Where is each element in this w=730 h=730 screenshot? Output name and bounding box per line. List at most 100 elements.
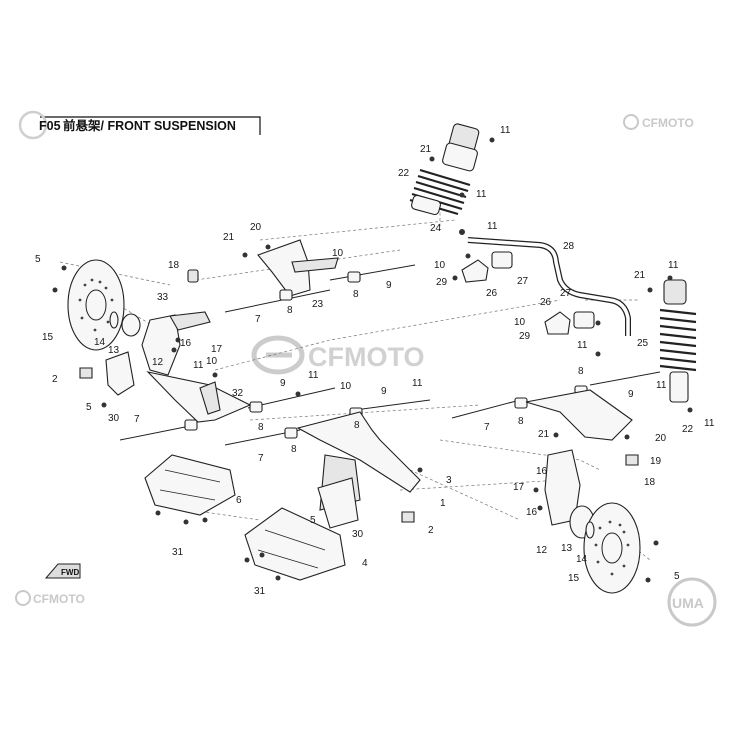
callout: 20	[655, 433, 667, 444]
callout: 11	[656, 380, 667, 391]
skid-plate-upper	[144, 454, 236, 516]
bracket-left	[187, 269, 199, 283]
dust-covers	[105, 351, 359, 529]
callout: 5	[35, 254, 41, 265]
callout: 11	[193, 360, 204, 371]
callout: 8	[354, 420, 360, 431]
callout: 21	[634, 270, 646, 281]
skid-plate-lower	[244, 507, 346, 581]
callout: 26	[540, 297, 552, 308]
callout: 33	[157, 292, 169, 303]
callout: 15	[568, 573, 580, 584]
callout: 11	[668, 260, 679, 271]
callout: 29	[436, 277, 448, 288]
callout: 17	[211, 344, 223, 355]
callout: 26	[486, 288, 498, 299]
callout: 11	[308, 370, 319, 381]
brand-logo-center: CFMOTO	[251, 335, 425, 375]
upper-control-arm-left	[257, 239, 339, 297]
callout: 21	[223, 232, 235, 243]
callout: 7	[134, 414, 140, 425]
callout: 7	[255, 314, 261, 325]
upper-control-arm-right	[525, 389, 633, 441]
callout: 13	[561, 543, 573, 554]
callout: 20	[250, 222, 262, 233]
callout: 8	[578, 366, 584, 377]
callout: 27	[560, 288, 572, 299]
callout-numbers: 11 21 22 11 20 21 10 24 11 28 18 10 29 2…	[35, 125, 715, 597]
callout: 30	[108, 413, 120, 424]
brand-logo-top-right: CFMOTO	[623, 114, 694, 130]
callout: 8	[353, 289, 359, 300]
callout: 11	[704, 418, 715, 429]
svg-text:FWD: FWD	[61, 568, 79, 577]
callout: 29	[519, 331, 531, 342]
bushings	[184, 271, 588, 439]
callout: 28	[563, 241, 575, 252]
callout: 9	[280, 378, 286, 389]
callout: 12	[536, 545, 548, 556]
lower-control-arm-left	[146, 371, 252, 423]
callout: 14	[94, 337, 106, 348]
callout: 17	[513, 482, 525, 493]
front-shock-absorber-top	[409, 123, 480, 216]
steering-knuckle-left	[141, 311, 211, 376]
fasteners	[52, 137, 693, 583]
callout: 16	[180, 338, 192, 349]
callout: 22	[398, 168, 410, 179]
callout: 3	[446, 475, 452, 486]
callout: 6	[236, 495, 242, 506]
callout: 31	[172, 547, 184, 558]
callout: 32	[232, 388, 244, 399]
callout: 18	[644, 477, 656, 488]
svg-text:CFMOTO: CFMOTO	[642, 116, 694, 130]
callout: 5	[86, 402, 92, 413]
svg-text:CFMOTO: CFMOTO	[33, 592, 85, 606]
callout: 10	[332, 248, 344, 259]
callout: 4	[362, 558, 368, 569]
callout: 19	[650, 456, 662, 467]
callout: 8	[287, 305, 293, 316]
callout: 5	[674, 571, 680, 582]
callout: 5	[310, 515, 316, 526]
callout: 24	[430, 223, 442, 234]
hub-bearings	[109, 311, 595, 539]
callout: 16	[526, 507, 538, 518]
callout: 10	[514, 317, 526, 328]
stabilizer-brackets	[461, 259, 571, 335]
callout: 2	[52, 374, 58, 385]
forward-direction-arrow: FWD	[44, 563, 81, 579]
svg-text:UMA: UMA	[672, 595, 704, 611]
callout: 1	[440, 498, 446, 509]
callout: 15	[42, 332, 54, 343]
callout: 11	[577, 340, 588, 351]
callout: 10	[340, 381, 352, 392]
callout: 12	[152, 357, 164, 368]
uma-logo-bottom-right: UMA	[667, 577, 717, 627]
brake-disc-left	[67, 259, 125, 351]
callout: 11	[412, 378, 423, 389]
page-title: 前悬架/ FRONT SUSPENSION	[63, 118, 236, 133]
callout: 25	[637, 338, 649, 349]
callout: 2	[428, 525, 434, 536]
callout: 11	[476, 189, 487, 200]
callout: 7	[258, 453, 264, 464]
brand-logo-bottom-left: CFMOTO	[15, 590, 85, 606]
title-block: F05 前悬架/ FRONT SUSPENSION	[18, 110, 261, 140]
svg-text:CFMOTO: CFMOTO	[308, 342, 425, 372]
callout: 30	[352, 529, 364, 540]
callout: 23	[312, 299, 324, 310]
callout: 7	[484, 422, 490, 433]
callout: 9	[628, 389, 634, 400]
callout: 18	[168, 260, 180, 271]
callout: 10	[206, 356, 218, 367]
callout: 27	[517, 276, 529, 287]
ball-joints	[79, 367, 639, 523]
callout: 21	[538, 429, 550, 440]
callout: 21	[420, 144, 432, 155]
title-code: F05	[39, 119, 61, 133]
callout: 8	[258, 422, 264, 433]
callout: 14	[576, 554, 588, 565]
